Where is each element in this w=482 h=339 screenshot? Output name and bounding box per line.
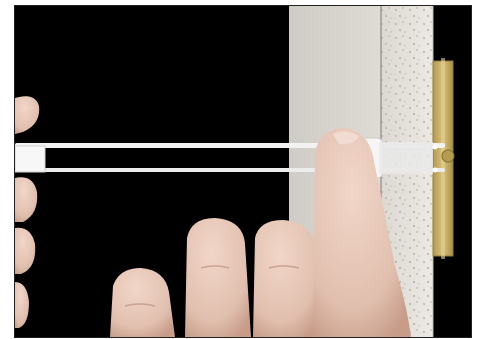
scene-illustration	[15, 6, 471, 337]
photo-scene	[14, 5, 472, 338]
brass-mounting-plate	[433, 58, 454, 259]
